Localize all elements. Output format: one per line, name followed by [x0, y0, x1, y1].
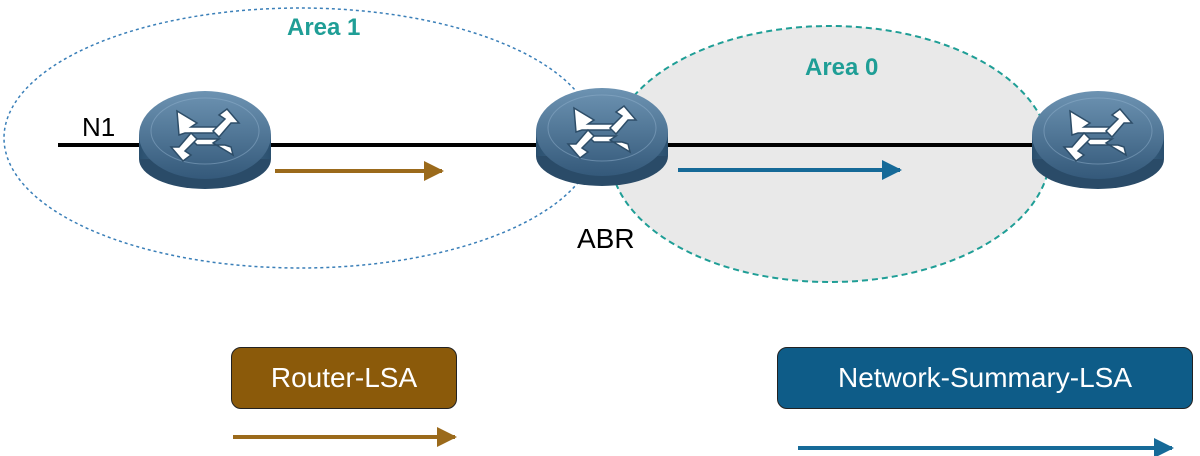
network-n1-label: N1: [82, 112, 116, 142]
router-lsa-legend: Router-LSA: [231, 347, 457, 409]
router-lsa-legend-label: Router-LSA: [270, 362, 418, 393]
area0-label: Area 0: [805, 54, 879, 81]
network-summary-lsa-legend: Network-Summary-LSA: [777, 347, 1193, 409]
network-summary-lsa-legend-label: Network-Summary-LSA: [837, 362, 1133, 393]
router-icon: [138, 90, 272, 190]
router-icon: [1031, 90, 1165, 190]
abr-label: ABR: [577, 223, 635, 254]
area1-label: Area 1: [287, 14, 361, 41]
abr-router-icon: [535, 87, 669, 187]
